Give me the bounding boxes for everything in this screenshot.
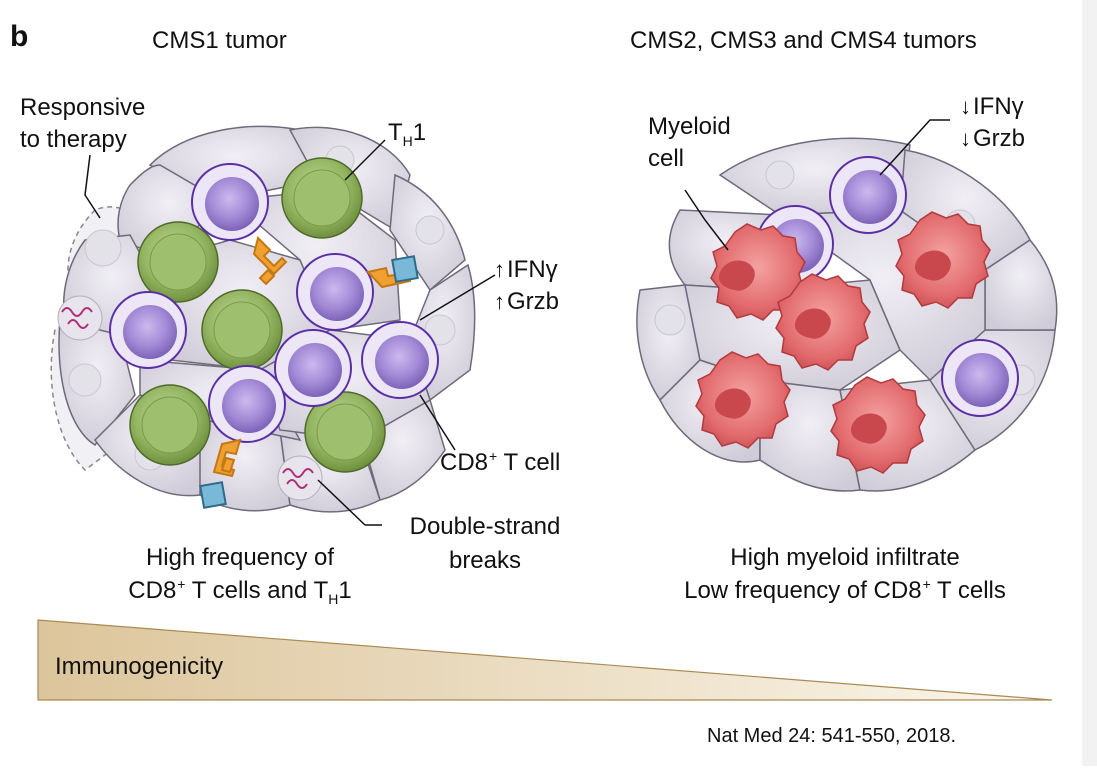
dsb-label-line1: Double-strand — [409, 513, 561, 540]
th1-cell — [304, 391, 386, 473]
arrow-up-icon: ↑ — [494, 289, 505, 314]
myeloid-label-line2: cell — [648, 145, 685, 172]
ifng-up-label: ↑IFNγ — [494, 256, 558, 283]
responsive-label-line2: to therapy — [20, 126, 127, 153]
cd8-t-cell-label: CD8+ T cell — [440, 448, 561, 476]
immunogenicity-wedge — [37, 619, 1053, 701]
cms1-tumor-cluster — [50, 125, 496, 526]
arrow-up-icon: ↑ — [494, 257, 505, 282]
right-panel-title: CMS2, CMS3 and CMS4 tumors — [630, 27, 977, 54]
cd8-t-cell — [296, 253, 374, 331]
cd8-t-cell — [191, 163, 269, 241]
immunogenicity-label: Immunogenicity — [55, 653, 224, 680]
left-caption-line1: High frequency of — [145, 544, 335, 571]
arrow-down-icon: ↓ — [960, 126, 971, 151]
grzb-down-label: ↓Grzb — [960, 125, 1026, 152]
tcr-receptor — [212, 438, 242, 478]
th1-cell — [129, 384, 211, 466]
myeloid-cell — [895, 211, 991, 309]
antigen-square — [391, 255, 419, 283]
citation: Nat Med 24: 541-550, 2018. — [707, 725, 957, 747]
myeloid-label-line1: Myeloid — [648, 113, 731, 140]
dsb-label-line2: breaks — [448, 547, 522, 574]
cd8-t-cell — [361, 321, 439, 399]
right-caption-line1: High myeloid infiltrate — [730, 544, 960, 571]
th1-cell — [137, 221, 219, 303]
myeloid-cell — [830, 376, 926, 474]
tcr-receptor — [252, 236, 288, 286]
grzb-up-label: ↑Grzb — [494, 288, 560, 315]
panel-label: b — [10, 20, 29, 53]
cms2-4-tumor-cluster — [636, 119, 1058, 492]
ifng-down-label: ↓IFNγ — [960, 93, 1024, 120]
th1-cell — [281, 157, 363, 239]
left-caption-line2: CD8+ T cells and TH1 — [128, 576, 352, 607]
th1-label: TH1 — [388, 119, 427, 149]
th1-cell — [201, 289, 283, 371]
responsive-label-line1: Responsive — [20, 94, 146, 121]
antigen-square — [199, 481, 227, 509]
cd8-t-cell — [208, 365, 286, 443]
myeloid-cell — [775, 273, 871, 371]
cd8-t-cell — [274, 329, 352, 407]
myeloid-cell — [695, 351, 791, 449]
cd8-t-cell — [941, 339, 1019, 417]
right-caption-line2: Low frequency of CD8+ T cells — [684, 576, 1006, 604]
myeloid-cell — [710, 223, 806, 321]
left-panel-title: CMS1 tumor — [152, 27, 287, 54]
cd8-t-cell — [829, 156, 907, 234]
dna-break-bottom — [277, 455, 323, 501]
cd8-t-cell — [109, 291, 187, 369]
dna-break-left — [57, 295, 103, 341]
right-edge-strip — [1082, 0, 1097, 766]
arrow-down-icon: ↓ — [960, 94, 971, 119]
